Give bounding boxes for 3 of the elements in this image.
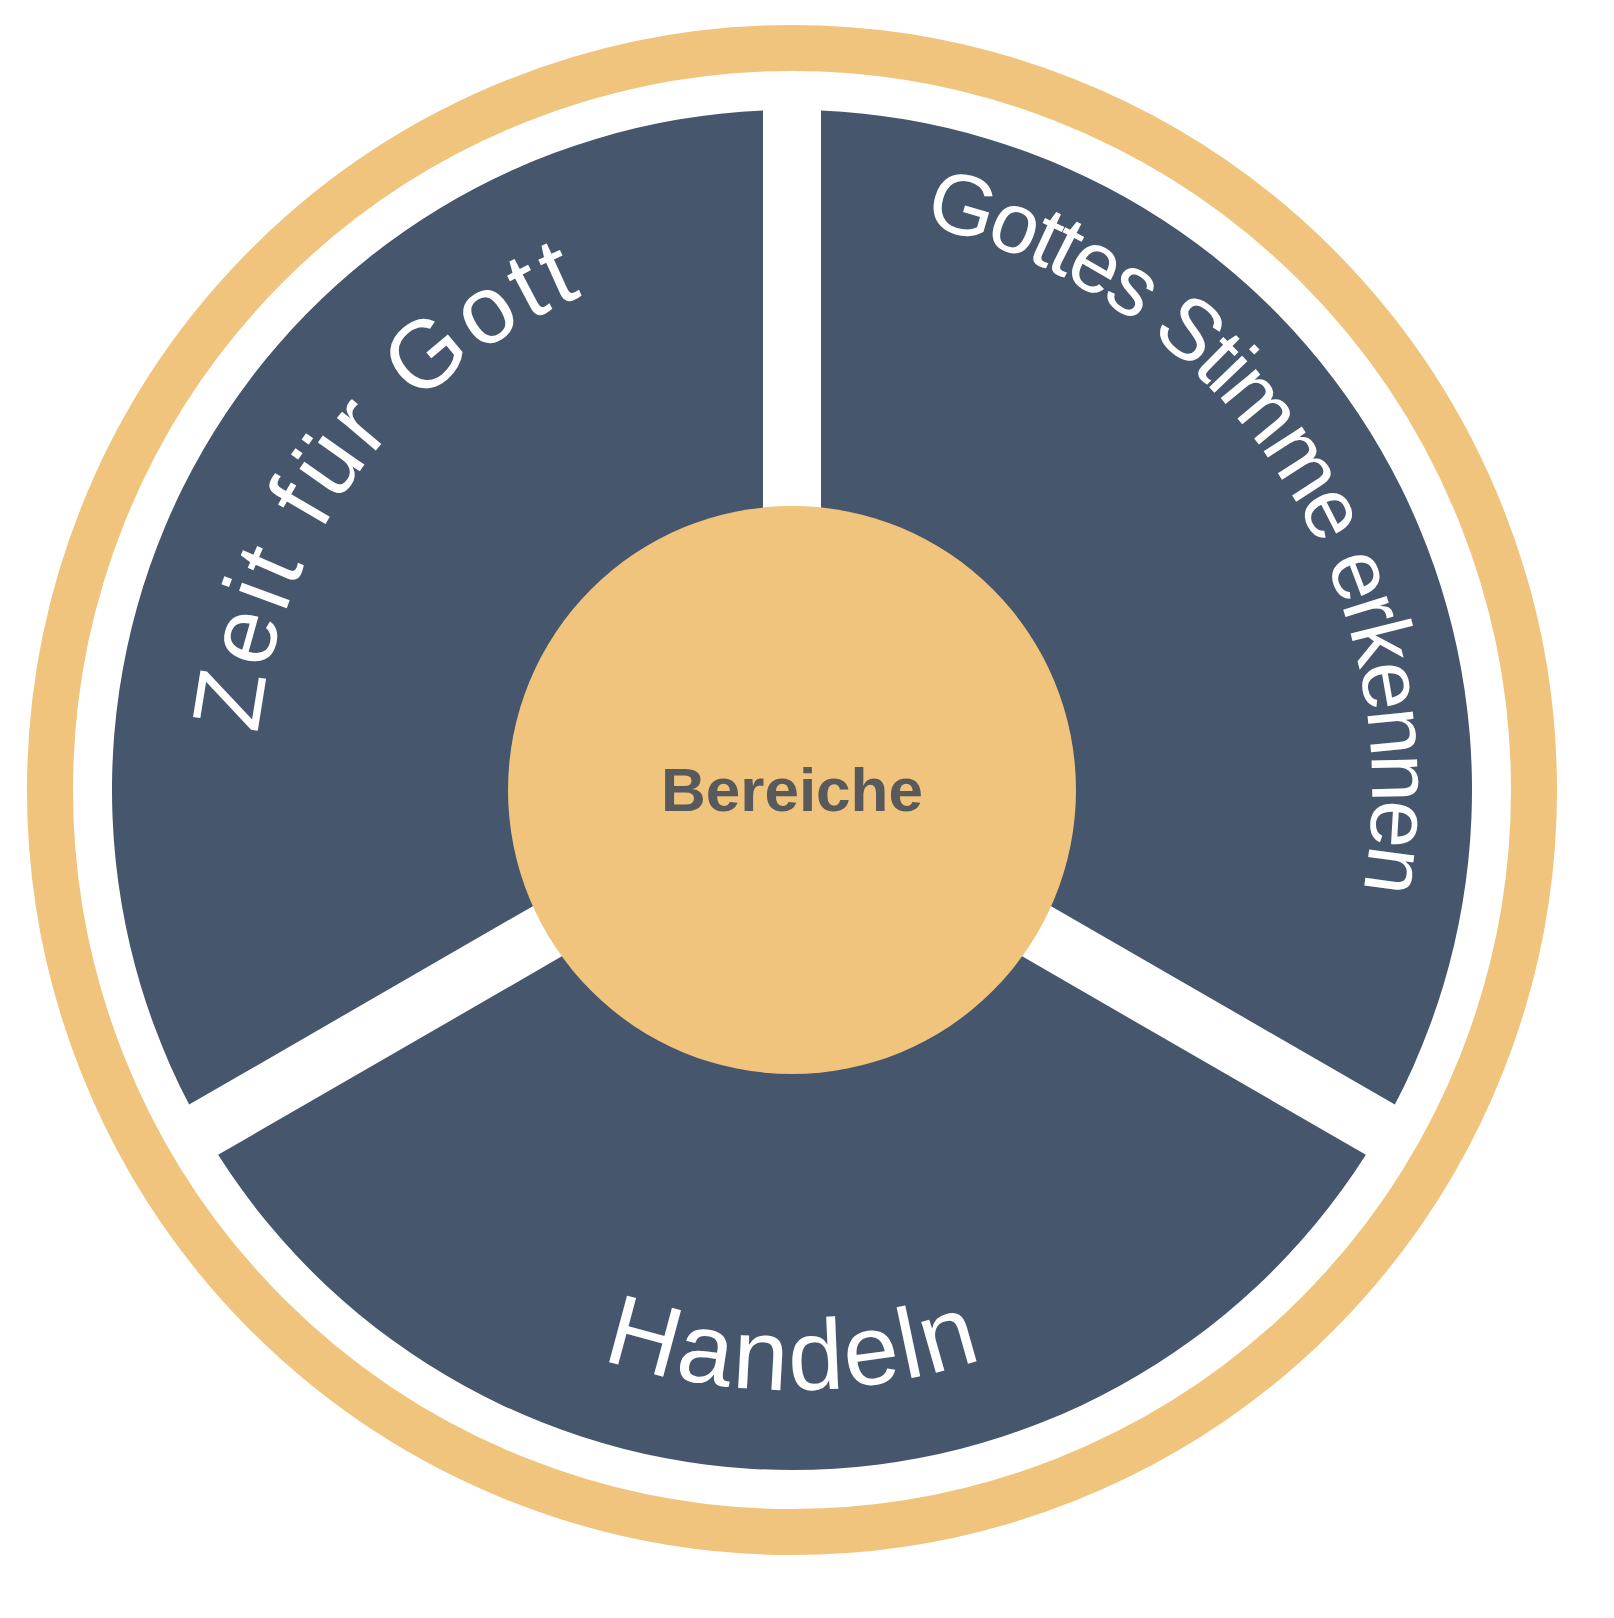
- center-label: Bereiche: [661, 759, 923, 821]
- segment-label: Handeln: [595, 1272, 989, 1412]
- ring-segment: [218, 955, 1366, 1470]
